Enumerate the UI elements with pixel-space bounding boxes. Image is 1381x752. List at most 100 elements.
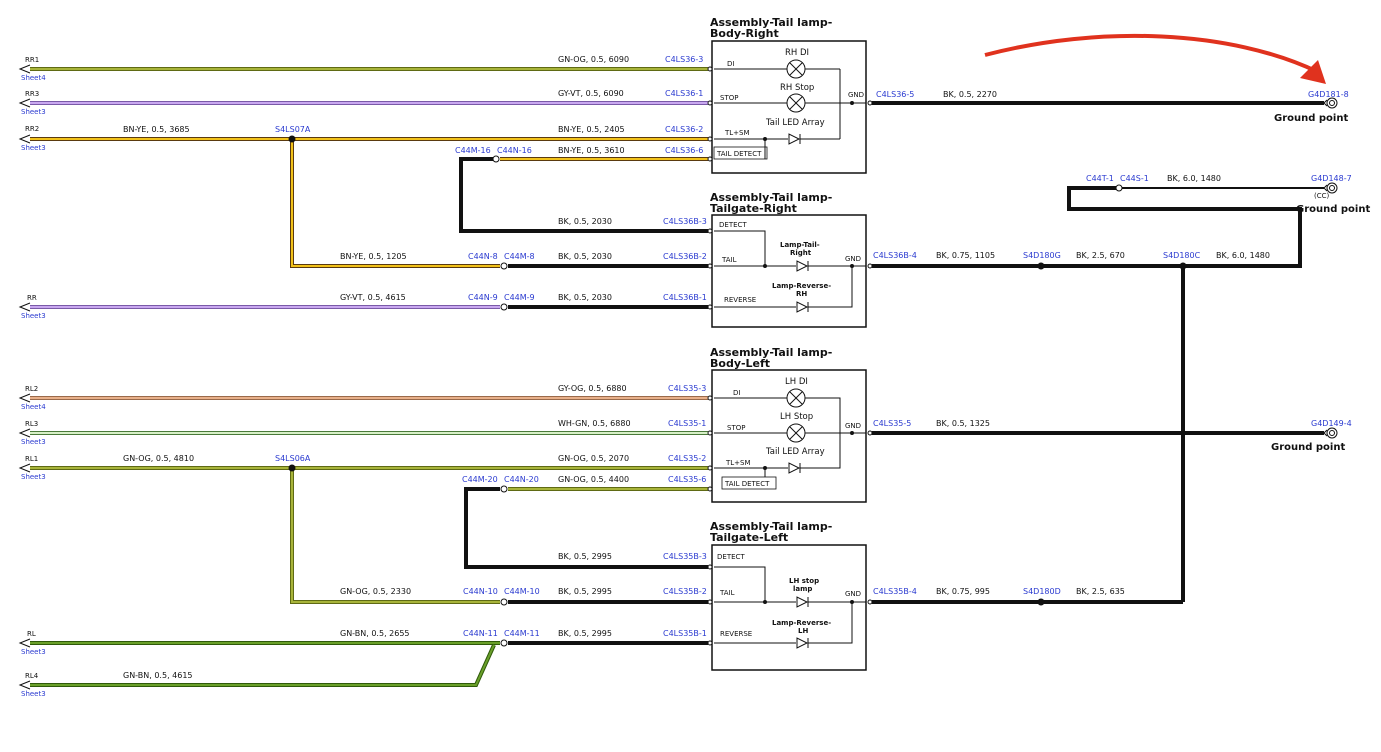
wire-label: GY-VT, 0.5, 6090	[558, 89, 624, 98]
connector-label[interactable]: C44M-8	[504, 252, 535, 261]
connector-label[interactable]: C4LS35B-3	[663, 552, 707, 561]
connector-label[interactable]: C4LS36B-4	[873, 251, 917, 260]
assembly-tailgate-left[interactable]: Assembly-Tail lamp- Tailgate-Left DETECT…	[710, 520, 867, 671]
wire-label: BK, 2.5, 670	[1076, 251, 1125, 260]
ground-point-g4d149-4[interactable]: G4D149-4 Ground point	[1271, 419, 1352, 453]
sheet-link[interactable]: Sheet3	[21, 438, 46, 446]
gnd-label: GND	[845, 590, 861, 598]
sheet-link[interactable]: Sheet3	[21, 312, 46, 320]
splice-label: S4LS06A	[275, 454, 311, 463]
assembly-subtitle: Tailgate-Left	[710, 531, 788, 544]
wire-detect-l[interactable]	[464, 487, 708, 569]
splice-s4ls06a[interactable]: S4LS06A	[275, 454, 311, 472]
ground-point-g4d148-7[interactable]: G4D148-7 (CC) Ground point	[1296, 174, 1370, 215]
ground-label: Ground point	[1271, 442, 1345, 453]
offsheet-rr3[interactable]: RR3 Sheet3	[18, 90, 46, 116]
wire-detect-r[interactable]	[459, 157, 708, 233]
sheet-link[interactable]: Sheet3	[21, 648, 46, 656]
sheet-link[interactable]: Sheet3	[21, 108, 46, 116]
connector-label[interactable]: C4LS35-3	[668, 384, 706, 393]
wire-label: GN-BN, 0.5, 4615	[123, 671, 193, 680]
connector-label[interactable]: C44N-20	[504, 475, 539, 484]
wire-rl1[interactable]	[30, 466, 708, 604]
sheet-link[interactable]: Sheet3	[21, 473, 46, 481]
offsheet-rl4[interactable]: RL4 Sheet3	[18, 672, 46, 698]
inline-connector	[492, 66, 1123, 647]
assembly-tailgate-right[interactable]: Assembly-Tail lamp- Tailgate-Right DETEC…	[710, 191, 867, 328]
wire-gnd-tailgate-right[interactable]	[872, 186, 1302, 268]
assembly-body-left[interactable]: Assembly-Tail lamp- Body-Left DI STOP TL…	[710, 346, 867, 503]
splice-s4d180d[interactable]: S4D180D	[1023, 587, 1061, 606]
connector-label[interactable]: C4LS35B-1	[663, 629, 707, 638]
sheet-link[interactable]: Sheet3	[21, 690, 46, 698]
led-icon	[714, 433, 841, 477]
connector-label[interactable]: C4LS36-2	[665, 125, 703, 134]
connector-label[interactable]: C44T-1	[1086, 174, 1114, 183]
splice-s4d180c[interactable]: S4D180C	[1163, 251, 1201, 270]
offsheet-rr[interactable]: RR Sheet3	[18, 294, 46, 320]
wire-rl4[interactable]	[30, 644, 496, 687]
connector-label[interactable]: C4LS36-5	[876, 90, 914, 99]
wire-label: BK, 6.0, 1480	[1167, 174, 1221, 183]
connector-label[interactable]: C4LS36-1	[665, 89, 703, 98]
offsheet-rl2[interactable]: RL2 Sheet4	[18, 385, 46, 411]
sheet-link[interactable]: Sheet3	[21, 144, 46, 152]
component-label: LH	[798, 627, 808, 635]
offsheet-name: RL3	[25, 420, 38, 428]
splice-s4d180g[interactable]: S4D180G	[1023, 251, 1061, 270]
pin-label: STOP	[720, 94, 738, 102]
connector-label[interactable]: C44N-16	[497, 146, 532, 155]
sheet-link[interactable]: Sheet4	[21, 403, 46, 411]
connector-label[interactable]: C4LS35-1	[668, 419, 706, 428]
connector-label[interactable]: C44N-8	[468, 252, 498, 261]
offsheet-rr2[interactable]: RR2 Sheet3	[18, 125, 46, 152]
assembly-subtitle: Body-Right	[710, 27, 779, 40]
connector-label[interactable]: C4LS35-5	[873, 419, 911, 428]
connector-label[interactable]: C44N-11	[463, 629, 498, 638]
wire-label: BK, 0.5, 2270	[943, 90, 997, 99]
offsheet-name: RR	[27, 294, 37, 302]
connector-label[interactable]: C44N-10	[463, 587, 498, 596]
sheet-link[interactable]: Sheet4	[21, 74, 46, 82]
connector-label[interactable]: C4LS35B-2	[663, 587, 707, 596]
connector-label[interactable]: C4LS36-6	[665, 146, 703, 155]
connector-label[interactable]: C4LS35B-4	[873, 587, 917, 596]
connector-label[interactable]: C44M-20	[462, 475, 498, 484]
offsheet-rl[interactable]: RL Sheet3	[18, 630, 46, 656]
offsheet-rl1[interactable]: RL1 Sheet3	[18, 455, 46, 481]
connector-label[interactable]: C44M-9	[504, 293, 535, 302]
splice-s4ls07a[interactable]: S4LS07A	[275, 125, 311, 143]
pin-label: DI	[727, 60, 734, 68]
component-label: LH DI	[785, 377, 808, 387]
offsheet-rl3[interactable]: RL3 Sheet3	[18, 420, 46, 446]
lamp-icon	[714, 59, 841, 103]
connector-label[interactable]: C4LS36-3	[665, 55, 703, 64]
connector-label[interactable]: C44M-10	[504, 587, 540, 596]
pin-label: TAIL	[719, 589, 735, 597]
assembly-body-right[interactable]: Assembly-Tail lamp- Body-Right DI STOP T…	[710, 16, 867, 174]
connector-label[interactable]: C44M-11	[504, 629, 540, 638]
offsheet-rr1[interactable]: RR1 Sheet4	[18, 56, 46, 82]
splice-label: S4D180G	[1023, 251, 1061, 260]
connector-label[interactable]: C4LS36B-1	[663, 293, 707, 302]
pin-label: TL+SM	[725, 459, 751, 467]
wire-label: BK, 6.0, 1480	[1216, 251, 1270, 260]
wire-label: BK, 0.5, 2030	[558, 217, 612, 226]
pin-label: DETECT	[719, 221, 747, 229]
ground-point-g4d181-8[interactable]: G4D181-8 Ground point	[1274, 90, 1349, 124]
connector-label[interactable]: C4LS36B-3	[663, 217, 707, 226]
gnd-label: GND	[845, 422, 861, 430]
connector-label[interactable]: C44M-16	[455, 146, 491, 155]
connector-label[interactable]: C4LS35-6	[668, 475, 706, 484]
connector-label[interactable]: C44S-1	[1120, 174, 1149, 183]
connector-label[interactable]: C4LS35-2	[668, 454, 706, 463]
connector-label[interactable]: C4LS36B-2	[663, 252, 707, 261]
connector-label[interactable]: C44N-9	[468, 293, 498, 302]
offsheet-name: RL1	[25, 455, 38, 463]
wire-rr2[interactable]	[30, 137, 708, 268]
splice-label: S4D180C	[1163, 251, 1201, 260]
assembly-subtitle: Body-Left	[710, 357, 770, 370]
assembly-title: Assembly-Tail lamp-	[710, 16, 832, 29]
wire-label: BK, 0.75, 1105	[936, 251, 995, 260]
